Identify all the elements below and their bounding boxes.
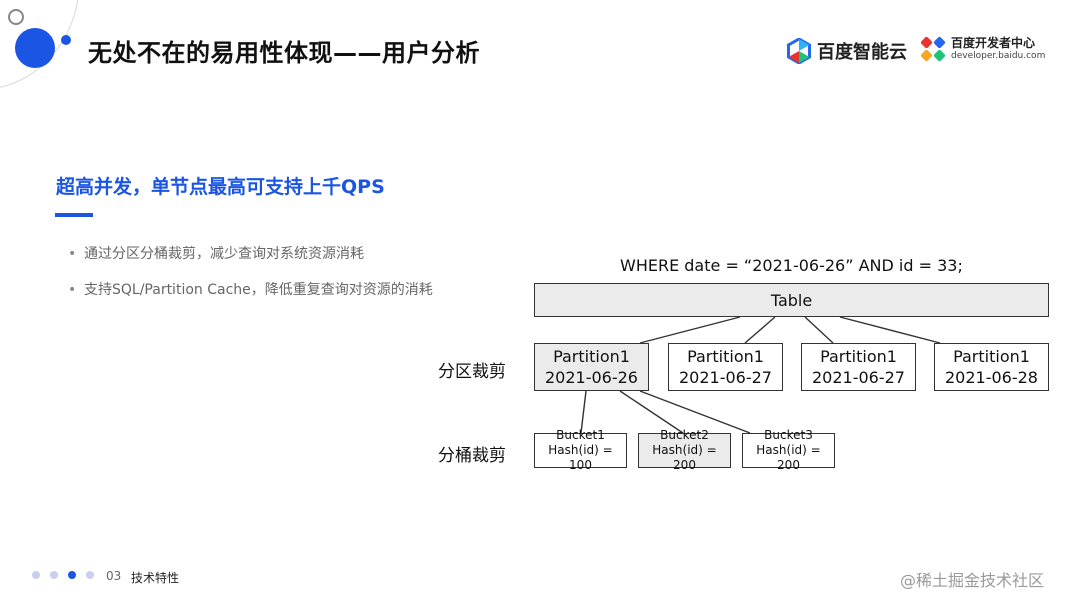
connector-table-partition-4 bbox=[839, 316, 941, 344]
connector-table-partition-3 bbox=[804, 316, 834, 344]
partition-node: Partition1 2021-06-27 bbox=[668, 343, 783, 391]
bullet-item: • 通过分区分桶裁剪，减少查询对系统资源消耗 bbox=[68, 243, 433, 279]
pager-dot[interactable] bbox=[50, 571, 58, 579]
decorative-ring-icon bbox=[8, 9, 24, 25]
baidu-developer-logo: 百度开发者中心 developer.baidu.com bbox=[920, 36, 1045, 62]
partition-date: 2021-06-27 bbox=[812, 368, 905, 387]
bucket-hash: Hash(id) = 200 bbox=[756, 443, 821, 472]
table-node: Table bbox=[534, 283, 1049, 317]
bullet-text: 通过分区分桶裁剪，减少查询对系统资源消耗 bbox=[84, 246, 364, 262]
partition-name: Partition1 bbox=[820, 347, 897, 366]
partition-date: 2021-06-26 bbox=[545, 368, 638, 387]
section-subtitle: 超高并发，单节点最高可支持上千QPS bbox=[56, 176, 385, 198]
pager-dot-active[interactable] bbox=[68, 571, 76, 579]
baidu-cloud-logo: 百度智能云 bbox=[786, 37, 907, 65]
table-node-label: Table bbox=[770, 290, 813, 310]
baidu-developer-logo-icon bbox=[920, 36, 946, 62]
bucket-hash: Hash(id) = 200 bbox=[652, 443, 717, 472]
partition-name: Partition1 bbox=[553, 347, 630, 366]
partition-date: 2021-06-28 bbox=[945, 368, 1038, 387]
connector-partition-bucket-3 bbox=[639, 390, 751, 434]
slide-pager bbox=[32, 571, 104, 579]
bucket-node: Bucket1 Hash(id) = 100 bbox=[534, 428, 627, 472]
partition-name: Partition1 bbox=[687, 347, 764, 366]
connector-partition-bucket-1 bbox=[580, 390, 587, 434]
section-name: 技术特性 bbox=[131, 571, 180, 585]
bullet-item: • 支持SQL/Partition Cache，降低重复查询对资源的消耗 bbox=[68, 279, 433, 315]
bucket-name: Bucket1 bbox=[556, 428, 605, 442]
baidu-cloud-logo-text: 百度智能云 bbox=[817, 42, 907, 63]
bullet-dot-icon: • bbox=[68, 282, 77, 298]
slide-title: 无处不在的易用性体现——用户分析 bbox=[88, 39, 480, 67]
partition-node: Partition1 2021-06-27 bbox=[801, 343, 916, 391]
bucket-node: Bucket2 Hash(id) = 200 bbox=[638, 428, 731, 472]
connector-table-partition-1 bbox=[639, 316, 741, 344]
connector-table-partition-2 bbox=[744, 316, 776, 344]
decorative-circle-large bbox=[15, 28, 55, 68]
watermark: @稀土掘金技术社区 bbox=[900, 571, 1045, 590]
baidu-cloud-logo-icon bbox=[787, 38, 811, 64]
bullet-dot-icon: • bbox=[68, 246, 77, 262]
bucket-name: Bucket2 bbox=[660, 428, 709, 442]
partition-name: Partition1 bbox=[953, 347, 1030, 366]
partition-node: Partition1 2021-06-26 bbox=[534, 343, 649, 391]
pager-dot[interactable] bbox=[32, 571, 40, 579]
bucket-pruning-label: 分桶裁剪 bbox=[438, 446, 506, 466]
subtitle-underline bbox=[55, 213, 93, 217]
bucket-hash: Hash(id) = 100 bbox=[548, 443, 613, 472]
baidu-developer-logo-cn: 百度开发者中心 bbox=[951, 36, 1036, 50]
partition-pruning-label: 分区裁剪 bbox=[438, 362, 506, 382]
partition-node: Partition1 2021-06-28 bbox=[934, 343, 1049, 391]
connector-partition-bucket-2 bbox=[619, 390, 684, 434]
page-number: 03 bbox=[106, 569, 122, 583]
bullet-list: • 通过分区分桶裁剪，减少查询对系统资源消耗 • 支持SQL/Partition C… bbox=[68, 243, 433, 315]
pager-dot[interactable] bbox=[86, 571, 94, 579]
partition-date: 2021-06-27 bbox=[679, 368, 772, 387]
query-text: WHERE date = “2021-06-26” AND id = 33; bbox=[620, 256, 963, 275]
bullet-text: 支持SQL/Partition Cache，降低重复查询对资源的消耗 bbox=[84, 282, 433, 298]
decorative-circle-small bbox=[61, 35, 71, 45]
bucket-node: Bucket3 Hash(id) = 200 bbox=[742, 428, 835, 472]
baidu-developer-logo-en: developer.baidu.com bbox=[951, 51, 1046, 61]
bucket-name: Bucket3 bbox=[764, 428, 813, 442]
